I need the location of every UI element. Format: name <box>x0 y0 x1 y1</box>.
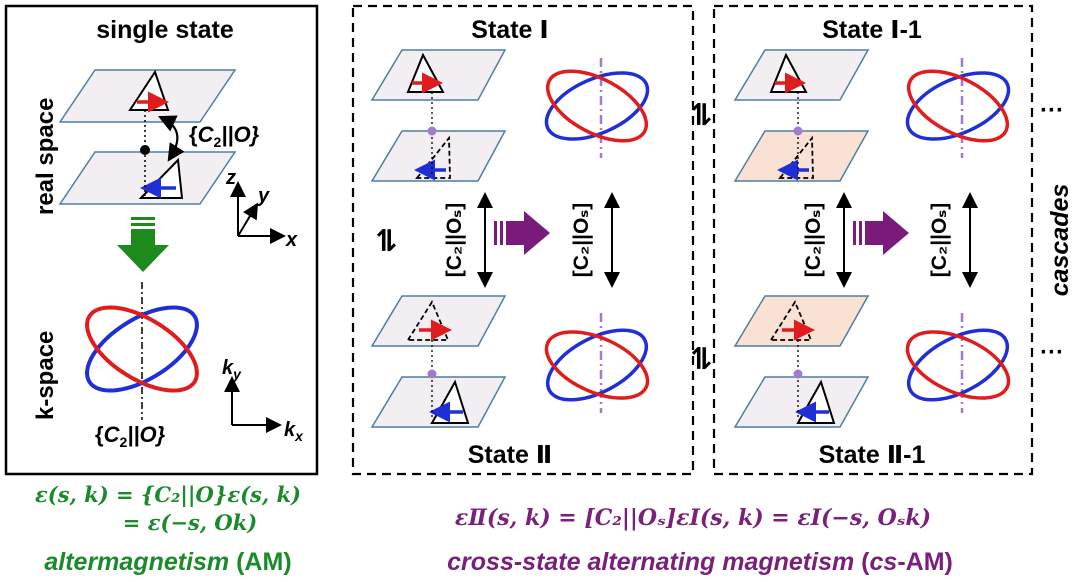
box2-plane-3 <box>733 295 870 347</box>
box1-op-label-1: [C₂||Oₛ] <box>443 203 466 278</box>
equation-csam: εⅡ(s, k) = [C₂||Oₛ]εⅠ(s, k) = εⅠ(−s, Oₛk… <box>455 505 931 531</box>
between-equilibrium-bottom: ⇌ <box>685 345 718 370</box>
left-panel-frame <box>4 4 319 476</box>
state-box-1: State Ⅰ State Ⅱ ⇌ [C₂||Oₛ] [C₂||Oₛ] <box>351 4 695 476</box>
box1-plane-3 <box>370 295 507 347</box>
state-box-1-top-label: State Ⅰ <box>471 16 548 44</box>
k-space-label: k-space <box>32 331 59 420</box>
equation-am-line-1: ε(s, k) = {C₂||O}ε(s, k) <box>35 482 301 507</box>
box1-plane-2 <box>370 130 507 182</box>
axis-y-label: y <box>257 185 270 207</box>
box2-center-upper <box>793 126 803 136</box>
k-axes: kx ky <box>222 357 304 444</box>
axis-kx-label: kx <box>284 419 304 444</box>
box1-ellipse-blue-lower <box>545 328 649 402</box>
xyz-axes: x z y <box>225 167 298 251</box>
ellipsis-bottom: ··· <box>1040 339 1064 366</box>
state-box-2-top-label: State Ⅰ-1 <box>822 16 922 44</box>
fermi-surface-red <box>85 305 199 393</box>
left-panel: single state real space {C2||O} x z y <box>4 4 319 476</box>
inversion-center <box>140 145 150 155</box>
state-box-1-bottom-label: State Ⅱ <box>468 441 553 469</box>
box2-op-label-1: [C₂||Oₛ] <box>802 203 825 278</box>
state-box-2: State Ⅰ-1 State Ⅱ-1 [C₂||Oₛ] [C₂||Oₛ] <box>712 4 1034 476</box>
state-box-2-bottom-label: State Ⅱ-1 <box>819 441 926 469</box>
ellipsis-top: ··· <box>1040 97 1064 124</box>
box2-ellipse-blue-upper <box>905 71 1011 141</box>
box1-ellipse-red-lower <box>544 330 650 400</box>
state-box-1-frame <box>351 4 695 476</box>
box2-center-lower <box>793 369 803 379</box>
caption-csam: cross-state alternating magnetism (cs-AM… <box>447 548 953 576</box>
axis-ky-label: ky <box>222 357 242 382</box>
between-equilibrium-top: ⇌ <box>685 101 718 126</box>
left-panel-title: single state <box>96 16 234 44</box>
caption-am: altermagnetism (AM) <box>44 548 291 576</box>
box2-purple-arrow <box>853 211 909 255</box>
box1-ellipse-blue-upper <box>544 71 650 141</box>
green-down-arrow <box>117 217 169 272</box>
state-box-2-frame <box>712 4 1034 476</box>
box1-center-lower <box>427 369 437 379</box>
box1-ellipse-red-upper <box>545 69 649 143</box>
curved-symmetry-arrow <box>158 115 185 162</box>
box2-ellipse-red-upper <box>906 69 1010 143</box>
box1-equilibrium-sign: ⇌ <box>370 227 403 252</box>
box2-ellipse-red-lower <box>905 330 1011 400</box>
axis-z-label: z <box>225 167 236 189</box>
box2-op-label-2: [C₂||Oₛ] <box>928 203 951 278</box>
axis-x-label: x <box>285 229 298 251</box>
cascades-label: cascades <box>1046 184 1074 297</box>
box2-plane-2 <box>733 130 870 182</box>
box1-purple-arrow <box>494 211 550 255</box>
axis-y-line <box>237 202 259 237</box>
box1-center-upper <box>427 126 437 136</box>
real-space-label: real space <box>32 98 59 215</box>
op-label-bottom: {C2||O} <box>95 422 166 450</box>
fermi-surface-blue <box>85 305 199 393</box>
equation-am-line-2: = ε(−s, Ok) <box>123 510 257 535</box>
box2-ellipse-blue-lower <box>906 328 1010 402</box>
box1-op-label-2: [C₂||Oₛ] <box>570 203 593 278</box>
op-label-top: {C2||O} <box>189 122 260 150</box>
